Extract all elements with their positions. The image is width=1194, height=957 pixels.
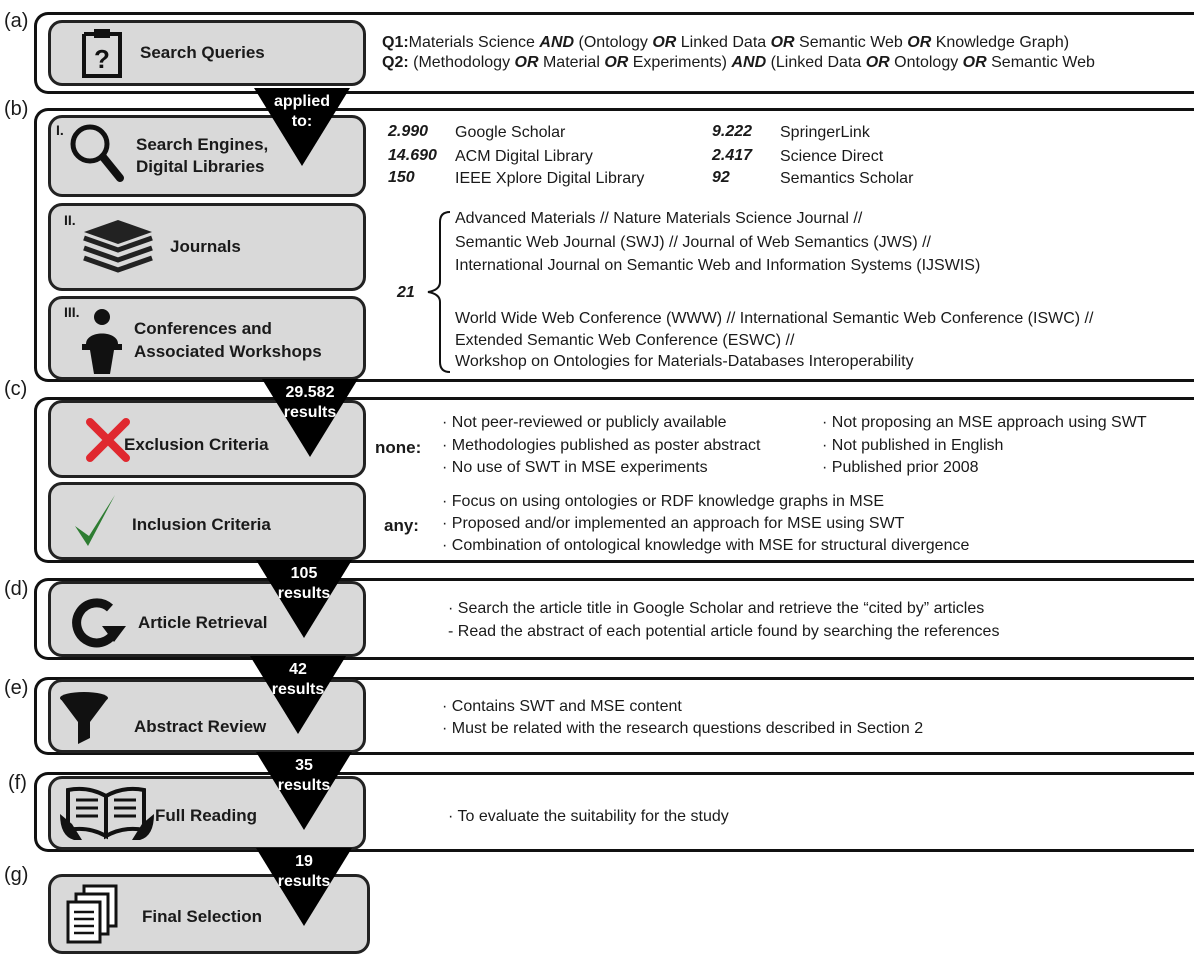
magnifier-icon [70,124,124,182]
refresh-arrow-icon [72,598,126,648]
inclusion-qualifier: any: [384,516,419,535]
step-letter-g: (g) [4,864,29,886]
block-journals [48,203,366,291]
exclusion-item: · Not published in English [822,437,1004,454]
retrieval-item: - Read the abstract of each potential ar… [448,623,1000,640]
step-letter-a: (a) [4,10,29,32]
flow-arrow-b-c [262,379,358,457]
engine-count: 2.417 [712,147,753,164]
abstract-item: · Must be related with the research ques… [442,720,924,737]
exclusion-item: · Not proposing an MSE approach using SW… [822,414,1147,431]
label-abstract-review: Abstract Review [134,717,267,736]
exclusion-qualifier: none: [375,438,422,457]
venue-line: Semantic Web Journal (SWJ) // Journal of… [455,234,931,251]
roman-iii: III. [64,304,80,320]
step-letter-b: (b) [4,98,29,120]
speaker-podium-icon [82,309,122,374]
label-journals: Journals [170,237,241,256]
engine-count: 92 [712,169,730,186]
clipboard-question-icon: ? [82,29,122,78]
engine-name: SpringerLink [780,124,870,141]
exclusion-item: · Not peer-reviewed or publicly availabl… [442,414,727,431]
label-digital-libraries: Digital Libraries [136,157,265,176]
engine-name: Science Direct [780,148,884,165]
inclusion-item: · Proposed and/or implemented an approac… [442,515,905,532]
label-search-queries: Search Queries [140,43,265,62]
roman-ii: II. [64,212,76,228]
full-reading-item: · To evaluate the suitability for the st… [448,808,729,825]
exclusion-item: · Methodologies published as poster abst… [442,437,761,454]
retrieval-item: · Search the article title in Google Sch… [448,600,985,617]
engine-count: 150 [388,169,415,186]
abstract-item: · Contains SWT and MSE content [442,698,682,715]
engine-name: IEEE Xplore Digital Library [455,170,645,187]
step-letter-e: (e) [4,677,29,699]
engine-count: 9.222 [712,123,753,140]
venue-line: Advanced Materials // Nature Materials S… [455,210,863,227]
cross-icon [86,418,130,462]
inclusion-item: · Focus on using ontologies or RDF knowl… [442,493,884,510]
flow-arrow-d-e [250,656,346,734]
venue-line: World Wide Web Conference (WWW) // Inter… [455,310,1094,327]
engine-name: Semantics Scholar [780,170,914,187]
label-workshops: Associated Workshops [134,342,322,361]
venue-line: International Journal on Semantic Web an… [455,257,981,274]
flow-arrow-a-b [254,88,350,166]
roman-i: I. [56,122,64,138]
venue-count: 21 [397,284,415,301]
label-inclusion-criteria: Inclusion Criteria [132,515,271,534]
venue-line: Workshop on Ontologies for Materials-Dat… [455,353,914,370]
query-q2: Q2: (Methodology OR Material OR Experime… [382,54,1095,71]
step-letter-c: (c) [4,378,28,400]
svg-text:?: ? [94,44,110,74]
open-book-icon [60,786,154,840]
label-full-reading: Full Reading [155,806,257,825]
flow-arrow-e-f [256,752,352,830]
label-article-retrieval: Article Retrieval [138,613,268,632]
exclusion-item: · No use of SWT in MSE experiments [442,459,708,476]
query-q1: Q1:Materials Science AND (Ontology OR Li… [382,34,1070,51]
label-conferences: Conferences and [134,319,272,338]
step-letter-f: (f) [8,772,27,794]
checkmark-icon [75,495,115,546]
flow-arrow-c-d [256,560,352,638]
label-search-engines: Search Engines, [136,135,269,154]
funnel-icon [60,692,108,744]
engine-count: 2.990 [388,123,429,140]
step-letter-d: (d) [4,578,29,600]
engine-name: ACM Digital Library [455,148,593,165]
engine-count: 14.690 [388,147,437,164]
flow-arrow-f-g [256,848,352,926]
engine-name: Google Scholar [455,124,566,141]
books-icon [83,220,153,273]
label-exclusion-criteria: Exclusion Criteria [124,435,269,454]
venue-line: Extended Semantic Web Conference (ESWC) … [455,332,795,349]
label-final-selection: Final Selection [142,907,262,926]
venue-brace [427,211,451,373]
inclusion-item: · Combination of ontological knowledge w… [442,537,970,554]
exclusion-item: · Published prior 2008 [822,459,979,476]
documents-stack-icon [66,884,118,944]
